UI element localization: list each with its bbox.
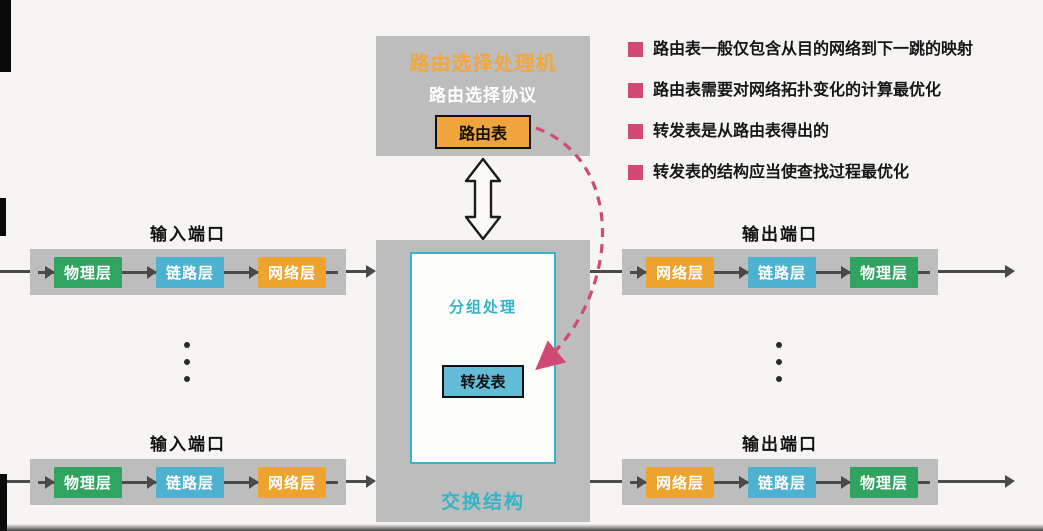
note-item: 转发表的结构应当使查找过程最优化 — [628, 161, 1038, 184]
flow-line — [326, 480, 339, 484]
note-text: 路由表一般仅包含从目的网络到下一跳的映射 — [653, 41, 974, 58]
arrow-right-icon — [224, 265, 259, 279]
arrow-right-icon — [938, 475, 1015, 488]
network-layer-box: 网络层 — [646, 256, 715, 288]
note-text: 转发表是从路由表得出的 — [653, 123, 830, 140]
arrow-right-icon — [816, 265, 851, 279]
flow-line — [918, 270, 931, 274]
screen-edge-artifact — [0, 0, 11, 72]
routing-processor-title: 路由选择处理机 — [409, 53, 557, 75]
arrow-right-icon — [714, 475, 749, 489]
note-item: 转发表是从路由表得出的 — [628, 120, 1038, 143]
flow-line — [590, 480, 623, 483]
arrow-right-icon — [122, 475, 157, 489]
bullet-square-icon — [628, 165, 643, 180]
link-layer-box: 链路层 — [156, 466, 225, 498]
note-text: 路由表需要对网络拓扑变化的计算最优化 — [653, 82, 942, 99]
arrow-right-icon — [346, 265, 376, 278]
packet-processing-box: 分组处理 转发表 — [410, 252, 556, 464]
network-layer-box: 网络层 — [646, 466, 715, 498]
output-port-label: 输出端口 — [742, 225, 818, 244]
note-text: 转发表的结构应当使查找过程最优化 — [653, 164, 910, 181]
routing-protocol-label: 路由选择协议 — [429, 86, 537, 105]
input-port-label: 输入端口 — [150, 435, 226, 454]
arrow-right-icon — [630, 475, 647, 489]
ellipsis-dots — [184, 342, 190, 382]
screen-edge-artifact — [0, 474, 7, 531]
physical-layer-box: 物理层 — [54, 256, 123, 288]
screen-edge-artifact — [0, 524, 1043, 531]
link-layer-box: 链路层 — [748, 256, 817, 288]
arrow-right-icon — [816, 475, 851, 489]
flow-line — [0, 270, 32, 273]
bullet-square-icon — [628, 83, 643, 98]
double-arrow-icon — [464, 157, 502, 241]
link-layer-box: 链路层 — [748, 466, 817, 498]
arrow-right-icon — [938, 265, 1015, 278]
arrow-right-icon — [346, 475, 376, 488]
flow-line — [0, 480, 32, 483]
arrow-right-icon — [38, 265, 55, 279]
output-port-panel: 网络层 链路层 物理层 — [622, 249, 938, 295]
bullet-square-icon — [628, 42, 643, 57]
packet-processing-label: 分组处理 — [448, 299, 517, 316]
screen-edge-artifact — [0, 198, 6, 236]
bullet-square-icon — [628, 124, 643, 139]
switch-fabric-box: 分组处理 转发表 交换结构 — [376, 240, 590, 522]
routing-table-box: 路由表 — [434, 115, 531, 149]
ellipsis-dots — [776, 342, 782, 382]
arrow-right-icon — [38, 475, 55, 489]
routing-processor-box: 路由选择处理机 路由选择协议 路由表 — [376, 36, 590, 156]
arrow-right-icon — [122, 265, 157, 279]
physical-layer-box: 物理层 — [850, 256, 919, 288]
notes-list: 路由表一般仅包含从目的网络到下一跳的映射 路由表需要对网络拓扑变化的计算最优化 … — [628, 38, 1038, 202]
flow-line — [326, 270, 339, 274]
network-layer-box: 网络层 — [258, 466, 327, 498]
link-layer-box: 链路层 — [156, 256, 225, 288]
input-port-label: 输入端口 — [150, 225, 226, 244]
forwarding-table-box: 转发表 — [442, 365, 524, 398]
physical-layer-box: 物理层 — [850, 466, 919, 498]
output-port-label: 输出端口 — [742, 435, 818, 454]
network-layer-box: 网络层 — [258, 256, 327, 288]
flow-line — [918, 480, 931, 484]
flow-line — [590, 270, 623, 273]
switch-fabric-label: 交换结构 — [440, 492, 525, 513]
arrow-right-icon — [630, 265, 647, 279]
note-item: 路由表需要对网络拓扑变化的计算最优化 — [628, 79, 1038, 102]
arrow-right-icon — [714, 265, 749, 279]
physical-layer-box: 物理层 — [54, 466, 123, 498]
output-port-panel: 网络层 链路层 物理层 — [622, 459, 938, 505]
input-port-panel: 物理层 链路层 网络层 — [30, 459, 346, 505]
arrow-right-icon — [224, 475, 259, 489]
note-item: 路由表一般仅包含从目的网络到下一跳的映射 — [628, 38, 1038, 61]
input-port-panel: 物理层 链路层 网络层 — [30, 249, 346, 295]
